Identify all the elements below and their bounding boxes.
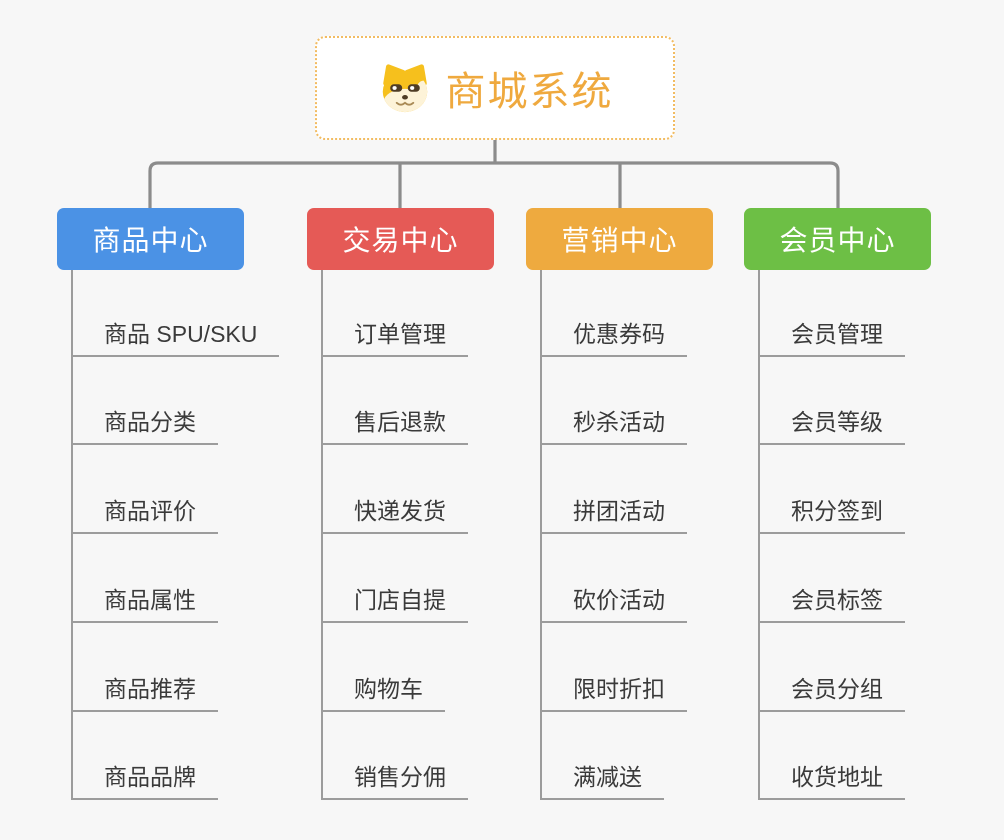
dog-face-icon	[382, 64, 427, 113]
leaf-topic[interactable]: 商品 SPU/SKU	[71, 315, 280, 357]
leaf-topic[interactable]: 销售分佣	[321, 758, 468, 800]
branch-child-connector-line	[71, 269, 73, 800]
branch-label: 营销中心	[561, 225, 678, 256]
leaf-topic[interactable]: 收货地址	[758, 758, 905, 800]
branch-child-connector-line	[540, 269, 542, 800]
leaf-topic[interactable]: 积分签到	[758, 492, 905, 534]
branch-node-marketing-center[interactable]: 营销中心	[526, 208, 713, 270]
leaf-topic[interactable]: 商品评价	[71, 492, 218, 534]
leaf-topic[interactable]: 砍价活动	[540, 581, 687, 623]
leaf-topic[interactable]: 订单管理	[321, 315, 468, 357]
branch-node-member-center[interactable]: 会员中心	[744, 208, 931, 270]
leaf-topic[interactable]: 会员管理	[758, 315, 905, 357]
leaf-topic[interactable]: 快递发货	[321, 492, 468, 534]
leaf-topic[interactable]: 限时折扣	[540, 670, 687, 712]
branch-bus-line	[148, 161, 840, 208]
branch-label: 商品中心	[92, 225, 209, 256]
leaf-topic[interactable]: 商品分类	[71, 403, 218, 445]
branch-node-trade-center[interactable]: 交易中心	[307, 208, 494, 270]
branch-label: 会员中心	[779, 225, 896, 256]
root-topic[interactable]: 商城系统	[315, 36, 675, 140]
leaf-topic[interactable]: 满减送	[540, 758, 664, 800]
leaf-topic[interactable]: 拼团活动	[540, 492, 687, 534]
leaf-topic[interactable]: 商品推荐	[71, 670, 218, 712]
branch-label: 交易中心	[342, 225, 459, 256]
leaf-topic[interactable]: 商品属性	[71, 581, 218, 623]
branch-node-product-center[interactable]: 商品中心	[57, 208, 244, 270]
leaf-topic[interactable]: 会员等级	[758, 403, 905, 445]
leaf-topic[interactable]: 会员标签	[758, 581, 905, 623]
root-topic-label: 商城系统	[445, 70, 614, 114]
branch-child-connector-line	[321, 269, 323, 800]
leaf-topic[interactable]: 优惠券码	[540, 315, 687, 357]
leaf-topic[interactable]: 商品品牌	[71, 758, 218, 800]
leaf-topic[interactable]: 会员分组	[758, 670, 905, 712]
leaf-topic[interactable]: 售后退款	[321, 403, 468, 445]
leaf-topic[interactable]: 购物车	[321, 670, 445, 712]
leaf-topic[interactable]: 秒杀活动	[540, 403, 687, 445]
branch-child-connector-line	[758, 269, 760, 800]
leaf-topic[interactable]: 门店自提	[321, 581, 468, 623]
